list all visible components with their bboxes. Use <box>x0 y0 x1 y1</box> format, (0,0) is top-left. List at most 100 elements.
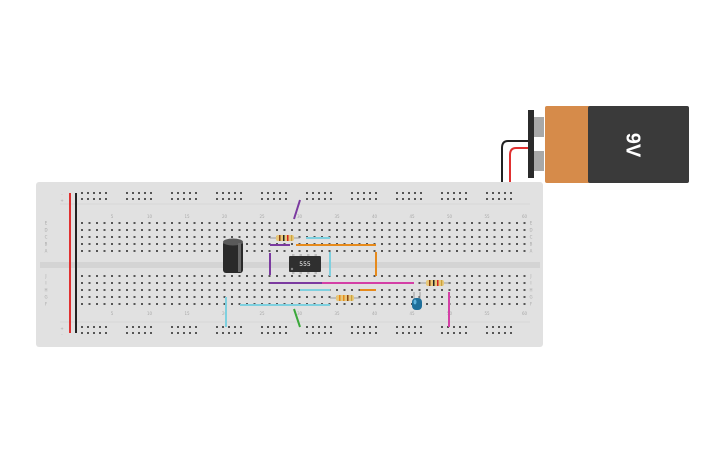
breadboard-hole[interactable] <box>253 289 256 291</box>
breadboard-hole[interactable] <box>156 222 158 224</box>
breadboard-hole[interactable] <box>441 326 443 328</box>
breadboard-hole[interactable] <box>87 332 89 334</box>
breadboard-hole[interactable] <box>471 250 473 252</box>
breadboard-hole[interactable] <box>306 332 308 334</box>
breadboard-hole[interactable] <box>366 222 368 224</box>
breadboard-hole[interactable] <box>126 250 128 252</box>
breadboard-hole[interactable] <box>276 250 278 252</box>
breadboard-hole[interactable] <box>471 303 473 305</box>
breadboard-hole[interactable] <box>133 282 136 284</box>
breadboard-hole[interactable] <box>81 250 83 252</box>
breadboard-hole[interactable] <box>186 229 188 231</box>
breadboard-hole[interactable] <box>87 326 89 328</box>
breadboard-hole[interactable] <box>492 198 494 200</box>
breadboard-hole[interactable] <box>324 332 326 334</box>
breadboard-hole[interactable] <box>493 236 496 238</box>
breadboard-hole[interactable] <box>291 296 293 298</box>
breadboard-hole[interactable] <box>276 296 278 298</box>
breadboard-hole[interactable] <box>111 243 113 245</box>
breadboard-hole[interactable] <box>330 198 332 200</box>
breadboard-hole[interactable] <box>133 236 136 238</box>
breadboard-hole[interactable] <box>351 250 353 252</box>
breadboard-hole[interactable] <box>186 222 188 224</box>
breadboard-hole[interactable] <box>171 192 173 194</box>
breadboard-hole[interactable] <box>118 243 121 245</box>
breadboard-hole[interactable] <box>103 296 106 298</box>
breadboard-hole[interactable] <box>81 289 83 291</box>
breadboard-hole[interactable] <box>156 275 158 277</box>
breadboard-hole[interactable] <box>493 282 496 284</box>
battery-9v[interactable]: 9V <box>528 106 689 183</box>
breadboard-hole[interactable] <box>103 275 106 277</box>
breadboard-hole[interactable] <box>156 229 158 231</box>
breadboard-hole[interactable] <box>88 303 91 305</box>
breadboard-hole[interactable] <box>306 250 308 252</box>
breadboard-hole[interactable] <box>177 192 179 194</box>
breadboard-hole[interactable] <box>492 332 494 334</box>
breadboard-hole[interactable] <box>523 250 526 252</box>
breadboard-hole[interactable] <box>486 222 488 224</box>
breadboard-hole[interactable] <box>133 222 136 224</box>
breadboard-hole[interactable] <box>141 236 143 238</box>
breadboard-hole[interactable] <box>283 275 286 277</box>
breadboard-hole[interactable] <box>118 296 121 298</box>
breadboard-hole[interactable] <box>516 303 518 305</box>
breadboard-hole[interactable] <box>306 198 308 200</box>
breadboard-hole[interactable] <box>96 303 98 305</box>
breadboard-hole[interactable] <box>486 275 488 277</box>
breadboard-hole[interactable] <box>118 250 121 252</box>
breadboard-hole[interactable] <box>183 198 185 200</box>
breadboard-hole[interactable] <box>471 229 473 231</box>
breadboard-hole[interactable] <box>471 243 473 245</box>
breadboard-hole[interactable] <box>486 326 488 328</box>
breadboard-hole[interactable] <box>118 222 121 224</box>
breadboard-hole[interactable] <box>208 229 211 231</box>
breadboard-hole[interactable] <box>138 192 140 194</box>
breadboard-hole[interactable] <box>276 275 278 277</box>
breadboard-hole[interactable] <box>363 326 365 328</box>
breadboard-hole[interactable] <box>306 326 308 328</box>
breadboard-hole[interactable] <box>261 275 263 277</box>
breadboard-hole[interactable] <box>231 222 233 224</box>
breadboard-hole[interactable] <box>459 326 461 328</box>
breadboard-hole[interactable] <box>171 326 173 328</box>
breadboard-hole[interactable] <box>357 192 359 194</box>
breadboard-hole[interactable] <box>163 275 166 277</box>
breadboard-hole[interactable] <box>201 275 203 277</box>
breadboard-hole[interactable] <box>403 275 406 277</box>
breadboard-hole[interactable] <box>193 275 196 277</box>
breadboard-hole[interactable] <box>216 275 218 277</box>
breadboard-hole[interactable] <box>411 236 413 238</box>
breadboard-hole[interactable] <box>508 243 511 245</box>
breadboard-hole[interactable] <box>81 275 83 277</box>
breadboard-hole[interactable] <box>195 192 197 194</box>
breadboard-hole[interactable] <box>283 229 286 231</box>
breadboard-hole[interactable] <box>414 198 416 200</box>
breadboard-hole[interactable] <box>504 332 506 334</box>
breadboard-hole[interactable] <box>448 275 451 277</box>
breadboard-hole[interactable] <box>373 236 376 238</box>
breadboard-hole[interactable] <box>81 222 83 224</box>
breadboard-hole[interactable] <box>148 229 151 231</box>
breadboard-hole[interactable] <box>426 243 428 245</box>
breadboard-hole[interactable] <box>81 296 83 298</box>
breadboard-hole[interactable] <box>132 192 134 194</box>
breadboard-hole[interactable] <box>246 243 248 245</box>
breadboard-hole[interactable] <box>508 303 511 305</box>
breadboard-hole[interactable] <box>463 289 466 291</box>
breadboard-hole[interactable] <box>144 198 146 200</box>
breadboard-hole[interactable] <box>396 236 398 238</box>
breadboard-hole[interactable] <box>156 296 158 298</box>
breadboard-hole[interactable] <box>111 275 113 277</box>
breadboard-hole[interactable] <box>193 222 196 224</box>
breadboard-hole[interactable] <box>96 282 98 284</box>
breadboard-hole[interactable] <box>138 326 140 328</box>
breadboard-hole[interactable] <box>375 326 377 328</box>
battery-lead-positive[interactable] <box>509 147 528 200</box>
breadboard-hole[interactable] <box>234 332 236 334</box>
breadboard-hole[interactable] <box>373 303 376 305</box>
breadboard-hole[interactable] <box>267 332 269 334</box>
breadboard-hole[interactable] <box>426 229 428 231</box>
breadboard-hole[interactable] <box>141 303 143 305</box>
breadboard-hole[interactable] <box>418 229 421 231</box>
